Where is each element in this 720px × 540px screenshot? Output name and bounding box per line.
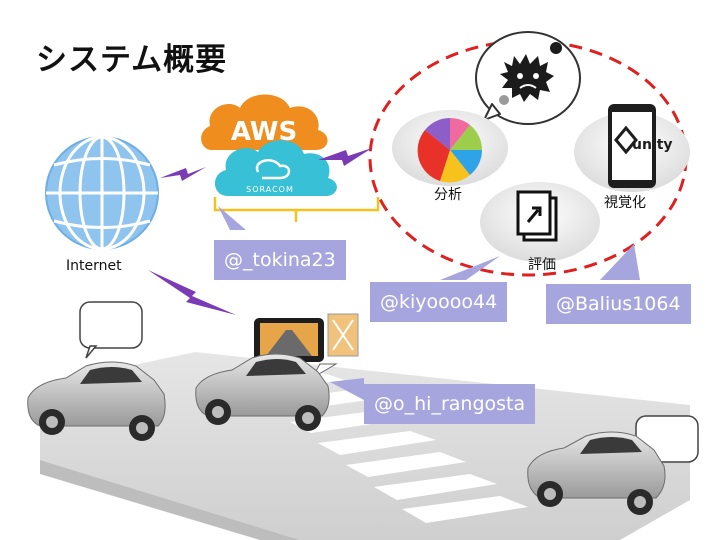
- lightning-internet-aws: [160, 167, 206, 181]
- analysis-label: 分析: [434, 187, 462, 203]
- car-navi-icon: [254, 313, 359, 380]
- aws-label: AWS: [231, 117, 297, 147]
- page-title: システム概要: [36, 42, 228, 78]
- car-icon: [27, 361, 166, 441]
- globe-icon: [45, 135, 159, 251]
- visualization-node: unity: [574, 104, 690, 192]
- soracom-label: SORACOM: [246, 185, 294, 194]
- unity-tablet-icon: unity: [608, 104, 673, 188]
- evaluation-node: [480, 182, 600, 262]
- lightning-bolts: [148, 148, 372, 315]
- analysis-node: [392, 110, 508, 186]
- evaluation-document-icon: [516, 190, 558, 242]
- aws-bracket: [213, 197, 380, 222]
- speech-bubble-left: [79, 301, 143, 359]
- callout-balius: @Balius1064: [546, 284, 691, 324]
- germ-icon: [499, 42, 562, 105]
- callout-kiyoooo: @kiyoooo44: [370, 282, 508, 322]
- car-icon: [195, 353, 330, 431]
- unity-logo-text: unity: [632, 137, 673, 153]
- thought-bubble: [475, 31, 581, 125]
- lightning-aws-analysis: [318, 148, 372, 166]
- callout-pointers: [218, 206, 640, 400]
- evaluation-label: 評価: [528, 257, 556, 273]
- callout-tokina: @_tokina23: [214, 240, 346, 280]
- callout-rangosta: @o_hi_rangosta: [364, 384, 536, 424]
- visualization-label: 視覚化: [604, 195, 646, 211]
- internet-label: Internet: [66, 258, 122, 274]
- soracom-cloud-icon: [214, 140, 337, 196]
- lightning-internet-navi: [148, 270, 236, 315]
- car-icon: [527, 431, 666, 515]
- pie-chart-icon: [417, 117, 482, 183]
- aws-cloud-icon: [201, 94, 328, 150]
